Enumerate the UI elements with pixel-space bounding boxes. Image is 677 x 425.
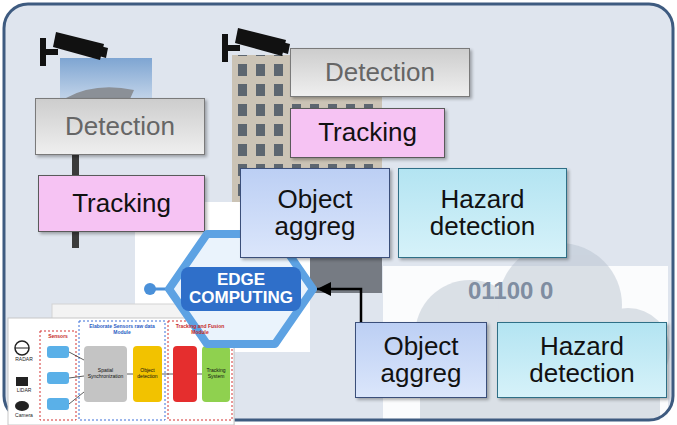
- module-outline: [79, 321, 165, 420]
- sensor-name: Camera: [10, 413, 38, 419]
- camera-hood: [99, 46, 108, 58]
- camera-hood: [281, 42, 290, 54]
- lidar-icon: [16, 377, 28, 386]
- step-name: Object detection: [133, 368, 162, 379]
- tracking-small-box: [202, 346, 230, 402]
- object-aggregation-box: Object aggreg: [355, 322, 487, 398]
- camera-body: [235, 28, 286, 56]
- box-label: Hazard detection: [506, 333, 658, 388]
- box-label: Object aggreg: [364, 333, 478, 388]
- association-box: [173, 346, 197, 402]
- binary-watermark: 01100 0: [468, 278, 658, 304]
- sensors-group-outline: [40, 331, 76, 420]
- radar-icon: [15, 348, 29, 349]
- detection-box: Detection: [35, 98, 205, 155]
- outer-frame: [4, 4, 673, 420]
- box-label: Object aggreg: [249, 186, 381, 241]
- box-label: Tracking: [318, 119, 417, 146]
- camera-icon: [40, 32, 108, 66]
- sensor-name: RADAR: [10, 357, 38, 363]
- sensor-name: LIDAR: [10, 388, 38, 394]
- radar-icon: [15, 341, 29, 355]
- group-title: Elaborate Sensors raw data Module: [81, 324, 163, 335]
- camera-small-icon: [15, 401, 29, 411]
- detection-box: Detection: [290, 48, 470, 97]
- step-name: Spatial Synchronization: [84, 368, 127, 379]
- driver-box: [47, 346, 69, 358]
- small-arrows: [69, 352, 202, 404]
- object-aggregation-box: Object aggreg: [240, 168, 390, 258]
- tracking-box: Tracking: [290, 108, 445, 158]
- hazard-detection-box: Hazard detection: [398, 168, 567, 258]
- logo-text: EDGE COMPUTING: [181, 267, 301, 311]
- camera-body: [53, 32, 104, 60]
- box-label: Hazard detection: [407, 186, 558, 241]
- box-label: Detection: [65, 113, 175, 140]
- camera-arm: [226, 45, 240, 51]
- driver-box: [47, 372, 69, 384]
- camera-arm: [44, 49, 58, 55]
- outer-frame-fill: [4, 4, 673, 420]
- driver-box: [47, 398, 69, 410]
- box-label: Tracking: [72, 190, 171, 217]
- circuit-dot: [144, 283, 156, 295]
- sync-box: [84, 346, 127, 402]
- group-title: Sensors: [42, 334, 74, 340]
- hazard-detection-box: Hazard detection: [497, 322, 667, 398]
- connector-arrow: [317, 289, 361, 322]
- camera-icon: [222, 28, 290, 62]
- group-title: Tracking and Fusion Module: [170, 324, 230, 335]
- tracking-box: Tracking: [38, 175, 205, 232]
- detection-small-box: [133, 346, 162, 402]
- step-name: Tracking System: [202, 368, 230, 379]
- front-page: [8, 318, 234, 425]
- box-label: Detection: [325, 59, 435, 86]
